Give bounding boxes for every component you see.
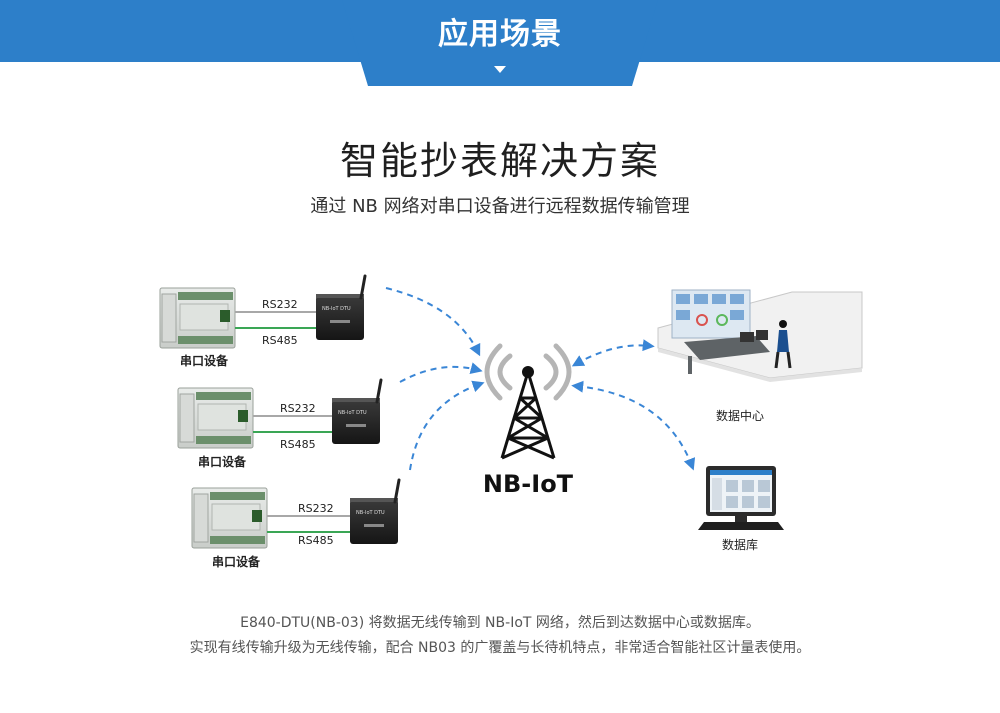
- dtu-device-icon: NB-IoT DTU: [350, 478, 401, 544]
- serial-device-group-3: 串口设备 RS232 RS485 NB-IoT DTU: [191, 478, 401, 569]
- chevron-down-icon: [494, 66, 506, 73]
- wireless-link-arrow: [399, 362, 483, 383]
- plc-device-icon: [159, 287, 236, 349]
- wireless-link-arrow: [385, 287, 481, 357]
- database-link-arrow: [571, 380, 696, 471]
- dtu-device-icon: NB-IoT DTU: [316, 274, 367, 340]
- device-label: 串口设备: [198, 454, 247, 469]
- plc-device-icon: [177, 387, 254, 449]
- rs232-label: RS232: [262, 298, 298, 311]
- dtu-label: NB-IoT DTU: [322, 306, 351, 312]
- data-center-label: 数据中心: [716, 408, 764, 423]
- computer-icon: [698, 466, 784, 530]
- data-center-link-arrow: [571, 339, 655, 367]
- rs485-label: RS485: [280, 438, 316, 451]
- page-title: 智能抄表解决方案: [339, 139, 660, 183]
- rs485-label: RS485: [298, 534, 334, 547]
- plc-device-icon: [191, 487, 268, 549]
- serial-device-group-1: 串口设备 RS232 RS485 NB-IoT DTU: [159, 274, 367, 368]
- device-label: 串口设备: [180, 353, 229, 368]
- footer-line-1: E840-DTU(NB-03) 将数据无线传输到 NB-IoT 网络，然后到达数…: [240, 615, 760, 631]
- page-subtitle: 通过 NB 网络对串口设备进行远程数据传输管理: [310, 196, 690, 217]
- dtu-device-icon: NB-IoT DTU: [332, 378, 383, 444]
- header-title: 应用场景: [438, 17, 562, 52]
- data-center-icon: [657, 289, 863, 382]
- cell-tower-icon: [484, 343, 572, 460]
- tower-label: NB-IoT: [483, 470, 574, 498]
- dtu-label: NB-IoT DTU: [338, 410, 367, 416]
- footer-line-2: 实现有线传输升级为无线传输，配合 NB03 的广覆盖与长待机特点，非常适合智能社…: [189, 640, 811, 656]
- serial-device-group-2: 串口设备 RS232 RS485 NB-IoT DTU: [177, 378, 383, 469]
- header-tab: [342, 0, 658, 86]
- wireless-link-arrow: [409, 380, 485, 471]
- solution-diagram: 串口设备 RS232 RS485 NB-IoT DTU 串口设备 RS232 R…: [159, 274, 863, 569]
- device-label: 串口设备: [212, 554, 261, 569]
- rs485-label: RS485: [262, 334, 298, 347]
- dtu-label: NB-IoT DTU: [356, 510, 385, 516]
- rs232-label: RS232: [280, 402, 316, 415]
- rs232-label: RS232: [298, 502, 334, 515]
- database-label: 数据库: [722, 537, 758, 552]
